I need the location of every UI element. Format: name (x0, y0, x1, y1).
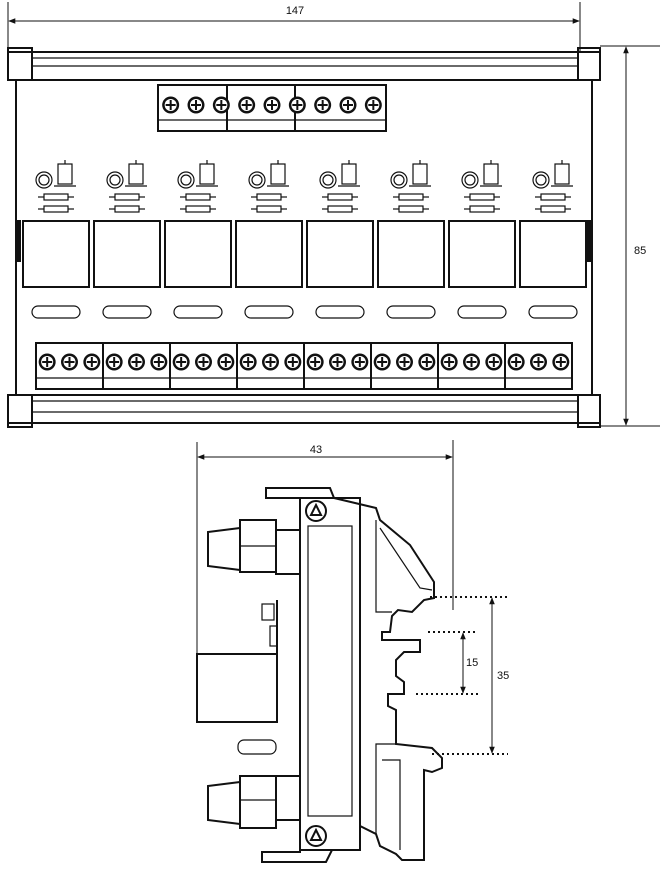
pcb-board (15, 79, 593, 396)
bottom-terminal-screw-icon (128, 353, 145, 371)
top-terminal-screw-icon (187, 96, 205, 114)
bottom-terminal-screw-icon (507, 353, 525, 371)
bottom-terminal-block (35, 342, 573, 390)
bottom-terminal-screw-icon (150, 353, 168, 371)
bottom-terminal-screw-icon (485, 353, 503, 371)
bottom-terminal-screw-icon (440, 353, 458, 371)
top-terminal-screw-icon (314, 96, 332, 114)
bottom-terminal-screw-icon (239, 353, 257, 371)
side-view: 43 (196, 440, 509, 863)
bottom-terminal-screw-icon (172, 353, 190, 371)
relay-side-body (196, 653, 278, 723)
relay-channel (22, 160, 90, 319)
relay-channel (377, 160, 445, 319)
top-terminal-screw-icon (339, 96, 357, 114)
bottom-terminal-screw-icon (373, 353, 391, 371)
bottom-terminal-screw-icon (262, 353, 279, 371)
front-plate (299, 497, 361, 851)
rail-inner-dimension-label: 15 (466, 657, 478, 669)
width-dimension-label: 147 (286, 5, 304, 17)
bottom-terminal-screw-icon (284, 353, 302, 371)
top-terminal-screw-icon (212, 96, 230, 114)
bottom-terminal-screw-icon (351, 353, 369, 371)
bottom-terminal-screw-icon (105, 353, 123, 371)
relay-channel (93, 160, 161, 319)
upper-terminal-clamp (207, 519, 301, 575)
top-terminal-screw-icon (263, 96, 281, 114)
bottom-terminal-screw-icon (329, 353, 346, 371)
bottom-terminal-screw-icon (552, 353, 570, 371)
housing-outline (261, 487, 443, 863)
lower-terminal-clamp (207, 775, 301, 829)
relay-channel (306, 160, 374, 319)
relay-channel (235, 160, 303, 319)
top-view: 147 85 (7, 2, 660, 428)
height-dimension-label: 85 (634, 245, 646, 257)
bottom-terminal-screw-icon (418, 353, 436, 371)
top-screw-icon (305, 500, 327, 522)
bottom-terminal-screw-icon (463, 353, 480, 371)
bottom-terminal-screw-icon (217, 353, 235, 371)
label-window (307, 525, 353, 817)
relay-channel (164, 160, 232, 319)
relay-channel (519, 160, 587, 319)
rail-outer-dimension-label: 35 (497, 670, 509, 682)
relay-channels (22, 160, 587, 319)
bottom-terminal-screw-icon (396, 353, 413, 371)
depth-dimension-label: 43 (310, 444, 322, 456)
top-terminal-screw-icon (364, 96, 382, 114)
relay-channel (448, 160, 516, 319)
bottom-screw-icon (305, 825, 327, 847)
bottom-terminal-screw-icon (83, 353, 101, 371)
bottom-din-rail (7, 394, 601, 424)
bottom-terminal-screw-icon (306, 353, 324, 371)
top-terminal-block (157, 84, 387, 132)
top-terminal-screw-icon (238, 96, 256, 114)
bottom-terminal-screw-icon (530, 353, 547, 371)
top-terminal-screw-icon (162, 96, 180, 114)
bottom-terminal-screw-icon (61, 353, 78, 371)
bottom-terminal-screw-icon (38, 353, 56, 371)
bottom-terminal-screw-icon (195, 353, 212, 371)
top-terminal-screw-icon (288, 96, 306, 114)
